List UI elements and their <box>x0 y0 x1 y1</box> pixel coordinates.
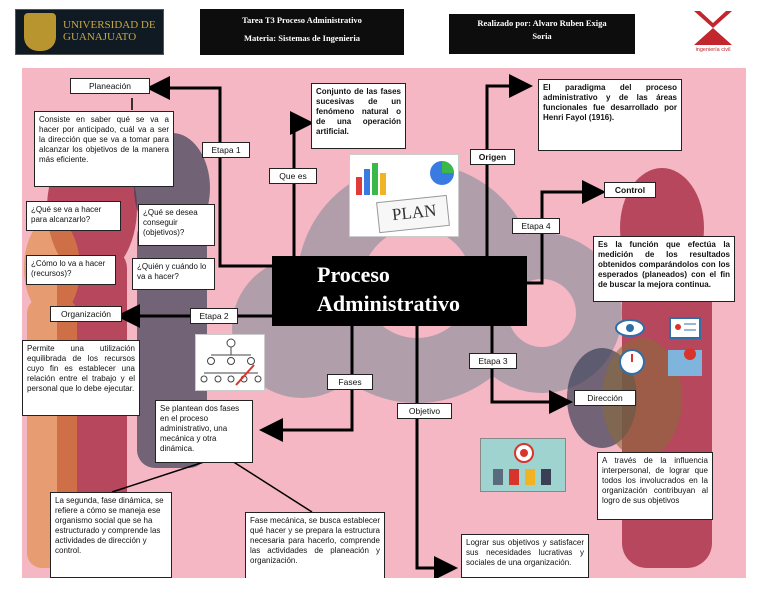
university-seal-icon <box>24 13 56 51</box>
plan-illustration: PLAN <box>349 154 459 237</box>
label-origen: Origen <box>470 149 515 165</box>
task-line-1: Tarea T3 Proceso Administrativo <box>242 15 362 25</box>
faculty-logo: ingeniería civil <box>690 9 736 55</box>
connector-arrows <box>111 74 606 578</box>
phases-box: Se plantean dos fases en el proceso admi… <box>155 400 253 463</box>
question-how: ¿Cómo lo va a hacer (recursos)? <box>26 255 116 285</box>
label-control: Control <box>604 182 656 198</box>
diagram-canvas: Proceso Administrativo Conjunto de las f… <box>22 68 746 578</box>
task-line-2: Materia: Sistemas de Ingenieria <box>244 33 360 43</box>
dynamic-phase-box: La segunda, fase dinámica, se refiere a … <box>50 492 172 578</box>
label-que-es: Que es <box>269 168 317 184</box>
university-logo: UNIVERSIDAD DE GUANAJUATO <box>15 9 164 55</box>
organization-box: Permite una utilización equilibrada de l… <box>22 340 140 416</box>
objective-box: Lograr sus objetivos y satisfacer sus ne… <box>461 534 589 578</box>
faculty-label: ingeniería civil <box>695 47 731 53</box>
id-card-icon <box>669 317 701 339</box>
origin-box: El paradigma del proceso administrativo … <box>538 79 682 151</box>
definition-box: Conjunto de las fases sucesivas de un fe… <box>311 83 406 149</box>
center-title: Proceso Administrativo <box>272 256 527 326</box>
university-name: UNIVERSIDAD DE GUANAJUATO <box>63 19 156 43</box>
org-chart-illustration <box>195 334 265 391</box>
map-pin-icon <box>668 348 702 376</box>
author-line-2: Soria <box>532 31 552 41</box>
author-box: Realizado por: Alvaro Ruben Exiga Soria <box>449 14 635 54</box>
target-illustration <box>480 438 566 492</box>
question-who: ¿Quién y cuándo lo va a hacer? <box>132 258 215 290</box>
label-etapa-4: Etapa 4 <box>512 218 560 234</box>
control-icons-graphic <box>615 317 702 376</box>
org-chart-icon <box>200 338 262 386</box>
label-etapa-2: Etapa 2 <box>190 308 238 324</box>
task-title-box: Tarea T3 Proceso Administrativo Materia:… <box>200 9 404 55</box>
label-direccion: Dirección <box>574 390 636 406</box>
control-icons <box>612 314 712 382</box>
label-organizacion: Organización <box>50 306 122 322</box>
label-objetivo: Objetivo <box>397 403 452 419</box>
target-icon <box>493 443 551 485</box>
center-title-line-1: Proceso <box>317 262 390 287</box>
eye-icon <box>615 319 645 337</box>
center-title-line-2: Administrativo <box>317 291 460 316</box>
question-goals: ¿Qué se desea conseguir (objetivos)? <box>138 204 215 246</box>
author-line-1: Realizado por: Alvaro Ruben Exiga <box>477 18 607 28</box>
planning-box: Consiste en saber qué se va a hacer por … <box>34 111 174 187</box>
faculty-logo-icon <box>694 11 732 45</box>
label-planeacion: Planeación <box>70 78 150 94</box>
mechanical-phase-box: Fase mecánica, se busca establecer qué h… <box>245 512 385 578</box>
plan-chart-icon <box>356 161 454 234</box>
label-etapa-3: Etapa 3 <box>469 353 517 369</box>
question-what: ¿Qué se va a hacer para alcanzarlo? <box>26 201 121 231</box>
control-box: Es la función que efectúa la medición de… <box>593 236 735 302</box>
stopwatch-icon <box>619 349 645 375</box>
label-etapa-1: Etapa 1 <box>202 142 250 158</box>
label-fases: Fases <box>327 374 373 390</box>
direction-box: A través de la influencia interpersonal,… <box>597 452 713 520</box>
